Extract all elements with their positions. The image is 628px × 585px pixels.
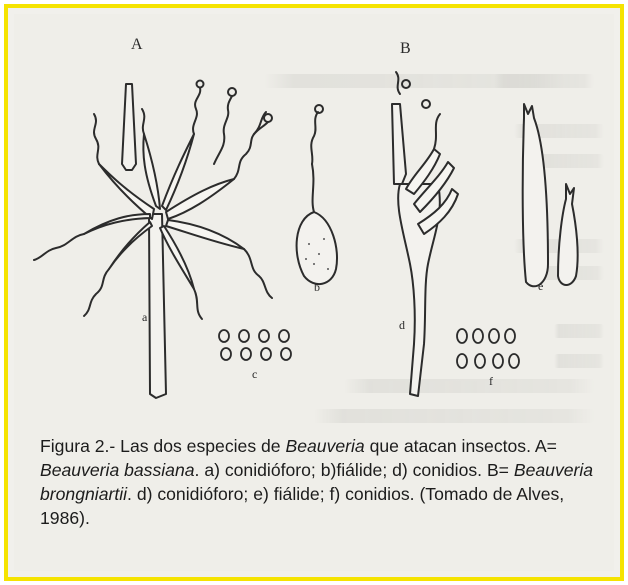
mark-a: a	[142, 310, 147, 325]
mark-b: b	[314, 280, 320, 295]
mark-c: c	[252, 367, 257, 382]
caption-species-a: Beauveria bassiana	[40, 460, 195, 480]
panel-label-a: A	[131, 36, 143, 54]
mark-d: d	[399, 318, 405, 333]
mark-f: f	[489, 374, 493, 389]
mark-e: e	[538, 279, 543, 294]
caption-genus: Beauveria	[285, 436, 364, 456]
fungus-illustration	[14, 14, 614, 414]
scanned-page: A B a b c d e f Figura 2.- Las dos espec…	[14, 14, 614, 571]
figure-caption: Figura 2.- Las dos especies de Beauveria…	[40, 434, 600, 530]
figure-frame: A B a b c d e f Figura 2.- Las dos espec…	[4, 4, 624, 581]
caption-prefix: Figura 2.- Las dos especies de	[40, 436, 285, 456]
caption-text-1: que atacan insectos. A=	[365, 436, 557, 456]
panel-label-b: B	[400, 40, 411, 58]
caption-text-2: . a) conidióforo; b)fiálide; d) conidios…	[195, 460, 514, 480]
